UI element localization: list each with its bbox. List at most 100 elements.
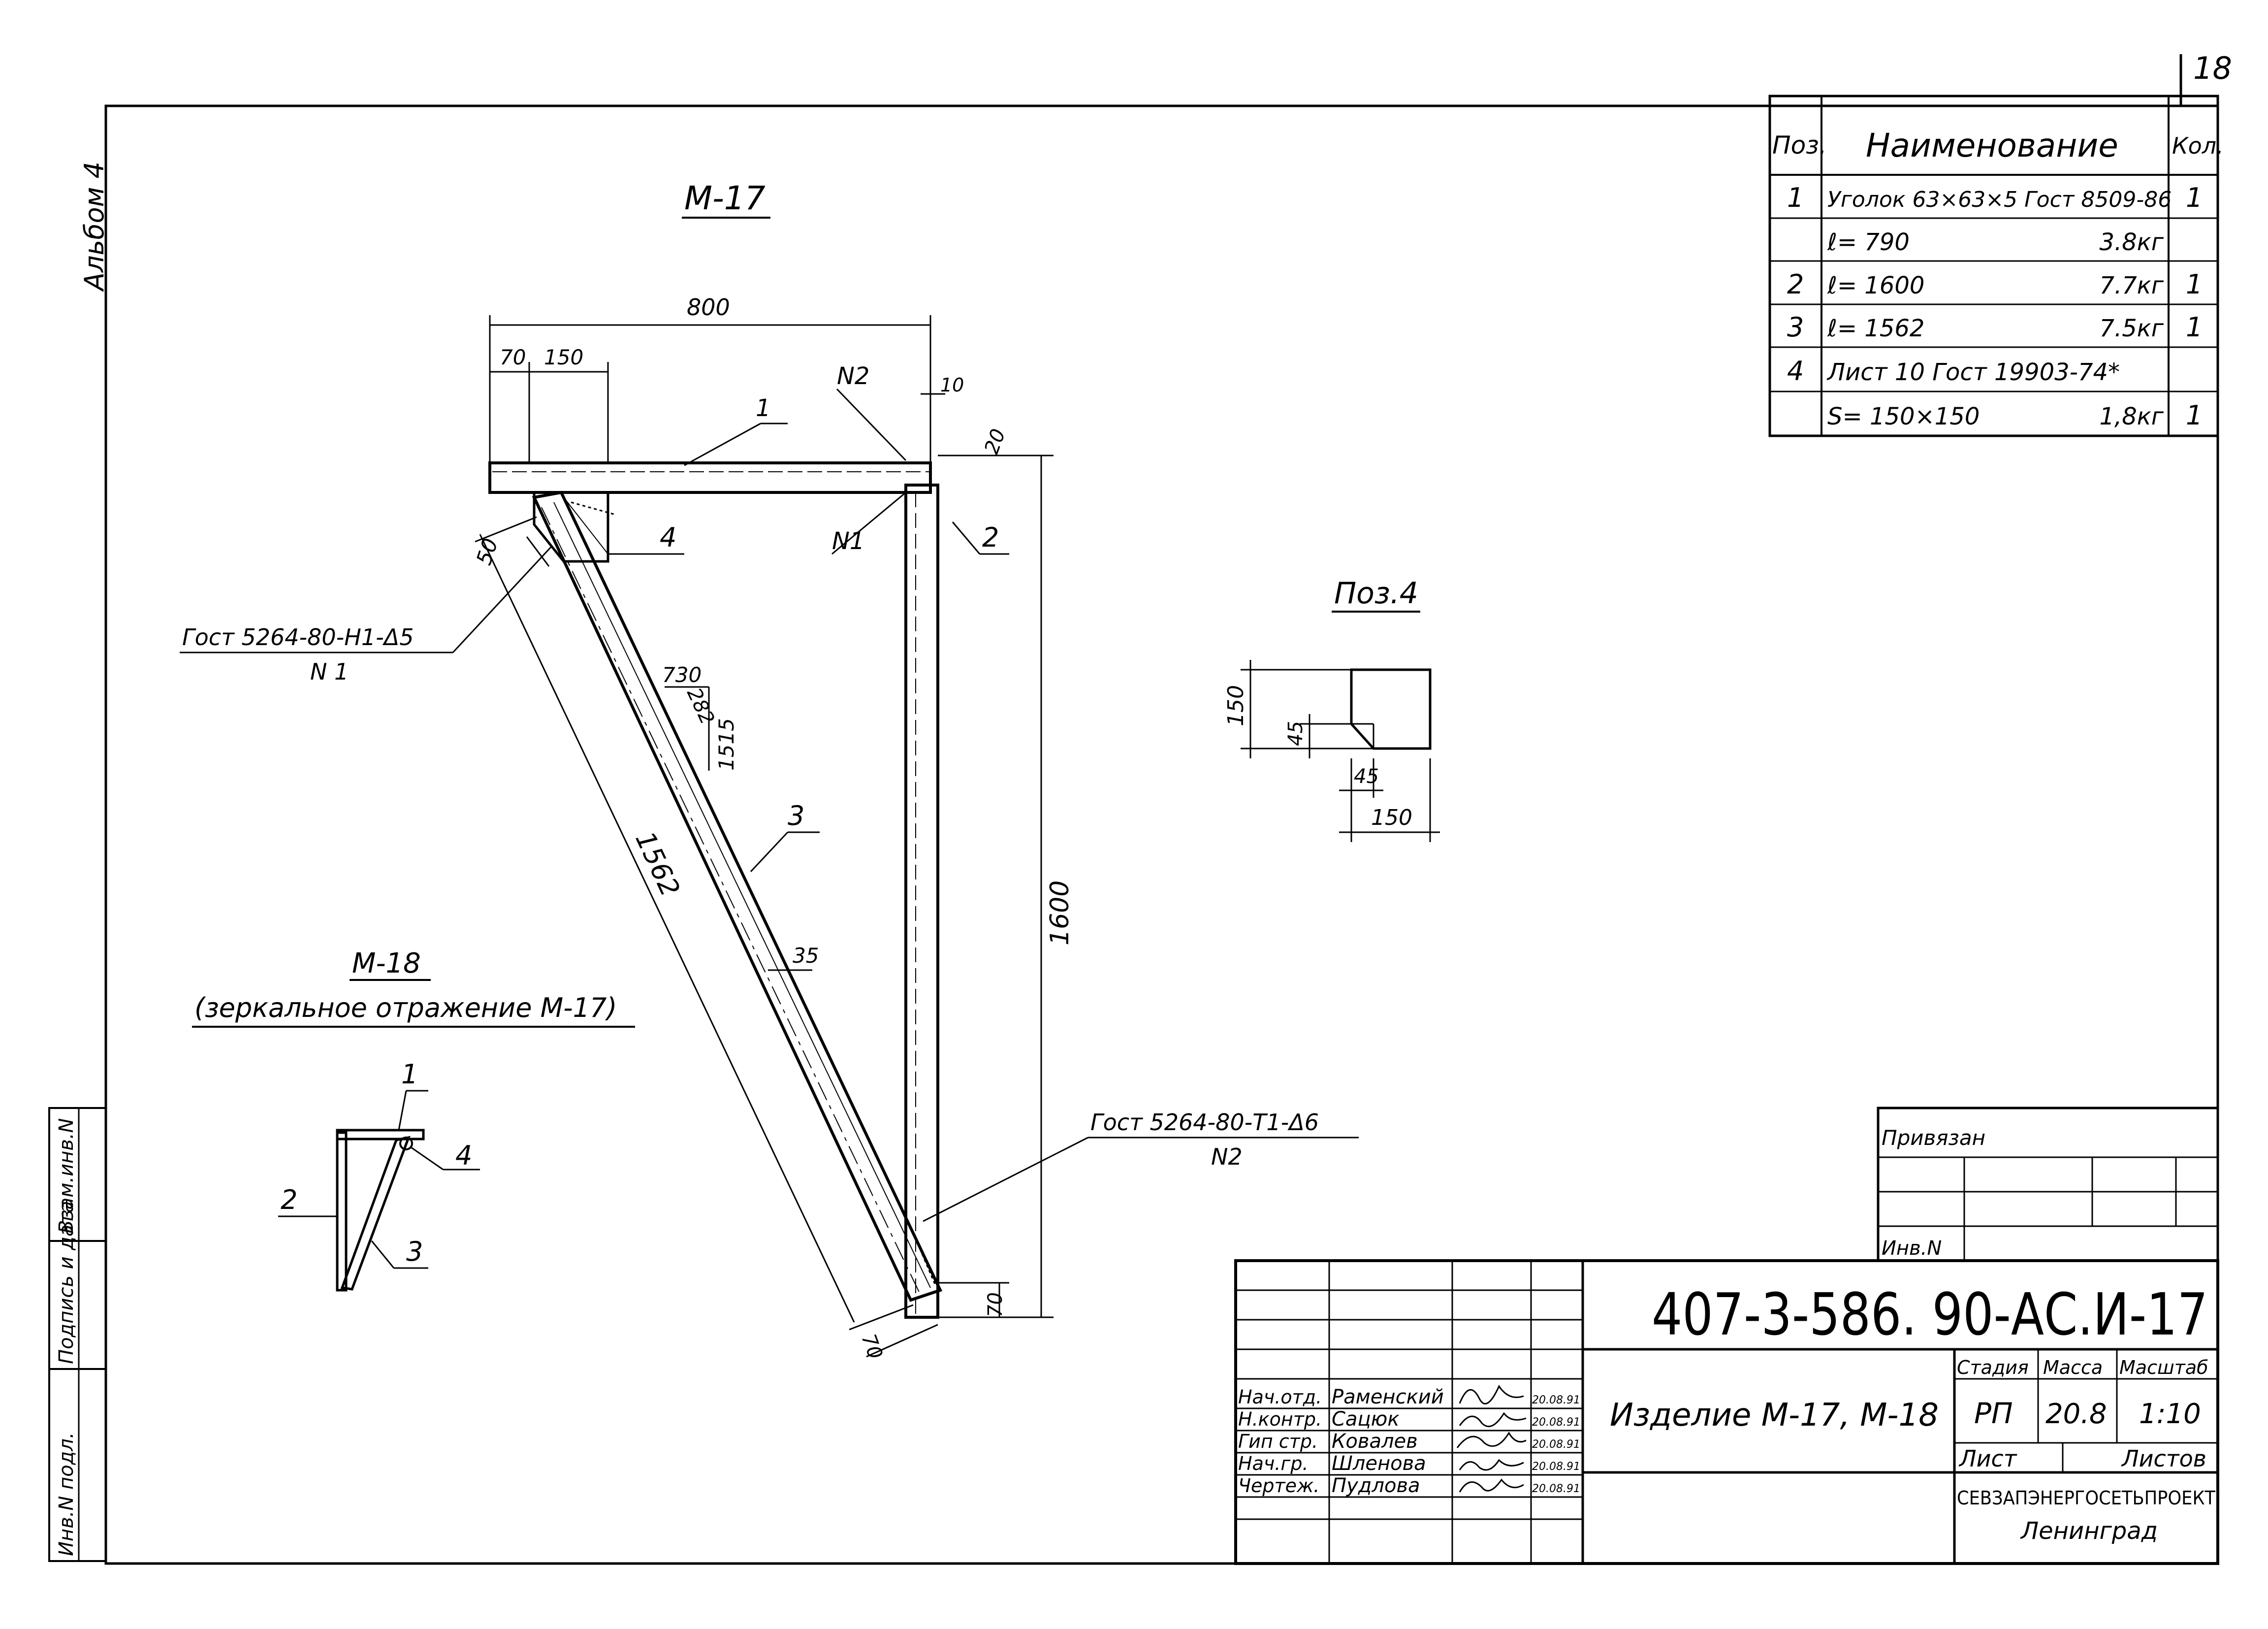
dim-730: 730 [662, 663, 702, 687]
dim-20: 20 [980, 426, 1010, 457]
m17-structure [488, 461, 943, 1319]
dim-70-bottom: 70 [984, 1292, 1007, 1317]
spec-cell-pos: 4 [1787, 356, 1804, 387]
spec-cell-name: S= 150×150 [1827, 403, 1980, 430]
spec-cell-name: Уголок 63×63×5 Гост 8509-86 [1827, 187, 2172, 212]
sheet-number: 18 [2193, 50, 2232, 86]
weld2-ref: N2 [1211, 1143, 1243, 1170]
m17-callout-n2: N2 [837, 362, 869, 390]
dim-1562: 1562 [629, 827, 686, 901]
personnel-name: Шленова [1332, 1452, 1426, 1475]
stage-label: Стадия [1957, 1357, 2029, 1378]
dim-50: 50 [472, 535, 503, 568]
spec-cell-name: ℓ= 1562 [1827, 315, 1924, 342]
personnel-name: Ковалев [1332, 1430, 1418, 1453]
personnel-role: Гип стр. [1238, 1431, 1318, 1452]
spec-header-qty: Кол. [2172, 132, 2224, 159]
scale-label: Масштаб [2119, 1357, 2208, 1378]
dim-10: 10 [940, 374, 964, 396]
m18-structure [278, 1090, 480, 1292]
spec-cell-mass: 7.7кг [2099, 272, 2164, 299]
sheets-label: Листов [2121, 1445, 2206, 1472]
personnel-role: Н.контр. [1238, 1408, 1322, 1430]
side-stamp: Взам.инв.N Подпись и дата Инв.N подл. [48, 1107, 107, 1562]
dim-800: 800 [687, 294, 730, 321]
pos4-plate [1241, 660, 1440, 842]
personnel-name: Раменский [1332, 1386, 1444, 1408]
personnel-row: Нач.отд. Раменский 20.08.91 [1238, 1384, 1580, 1408]
personnel-role: Нач.отд. [1238, 1386, 1322, 1408]
dim-70-diag: 70 [857, 1331, 887, 1363]
spec-cell-mass: 1,8кг [2099, 403, 2164, 430]
side-stamp-inv-podl: Инв.N подл. [55, 1432, 78, 1556]
weld2-spec: Гост 5264-80-Т1-Δ6 [1090, 1109, 1319, 1136]
spec-row-3: 2 ℓ= 1600 7.7кг 1 [1787, 269, 2203, 300]
personnel-role: Чертеж. [1238, 1475, 1319, 1497]
weld1-spec: Гост 5264-80-Н1-Δ5 [182, 624, 414, 651]
spec-cell-qty: 1 [2186, 182, 2203, 213]
personnel-date: 20.08.91 [1532, 1438, 1580, 1451]
item-name: Изделие М-17, М-18 [1610, 1397, 1939, 1434]
spec-cell-pos: 1 [1787, 182, 1804, 213]
m17-callout-3: 3 [788, 800, 804, 831]
spec-header-pos: Поз. [1772, 131, 1827, 160]
title-block [1234, 1259, 2219, 1565]
m18-title: М-18 [352, 947, 421, 979]
spec-cell-name: Лист 10 Гост 19903-74* [1826, 358, 2120, 386]
personnel-date: 20.08.91 [1532, 1483, 1580, 1495]
m18-callout-1: 1 [401, 1059, 418, 1090]
m18-callout-2: 2 [281, 1184, 297, 1215]
document-code: 407-3-586. 90-АС.И-17 [1652, 1280, 2208, 1348]
signature [1456, 1432, 1527, 1448]
album-label: Альбом 4 [79, 162, 110, 292]
binding-label: Привязан [1882, 1126, 1985, 1150]
pos4-dim-h150: 150 [1223, 685, 1248, 726]
signature [1459, 1384, 1524, 1405]
m17-callout-1: 1 [756, 394, 771, 422]
personnel-row: Гип стр. Ковалев 20.08.91 [1238, 1430, 1580, 1453]
personnel-row: Нач.гр. Шленова 20.08.91 [1238, 1452, 1580, 1475]
side-stamp-signature: Подпись и дата [55, 1201, 78, 1364]
m17-callout-n1: N1 [832, 527, 864, 555]
spec-cell-mass: 7.5кг [2099, 315, 2164, 342]
org-city: Ленинград [2020, 1517, 2158, 1545]
sheet-label: Лист [1958, 1445, 2017, 1472]
m17-title: М-17 [684, 179, 766, 217]
stage-value: РП [1974, 1397, 2013, 1430]
signature [1459, 1459, 1524, 1471]
m17-leaders [180, 388, 1359, 1222]
personnel-date: 20.08.91 [1532, 1394, 1580, 1406]
spec-cell-pos: 2 [1787, 269, 1804, 300]
personnel-date: 20.08.91 [1532, 1416, 1580, 1429]
m17-callout-4: 4 [660, 522, 676, 553]
spec-row-2: ℓ= 790 3.8кг [1827, 228, 2164, 256]
dim-1600: 1600 [1045, 880, 1075, 945]
spec-cell-qty: 1 [2186, 400, 2203, 431]
spec-row-6: S= 150×150 1,8кг 1 [1827, 400, 2203, 431]
personnel-name: Пудлова [1332, 1474, 1420, 1497]
spec-table [1768, 95, 2219, 437]
m17-dimension-lines [475, 315, 1054, 1358]
personnel-date: 20.08.91 [1532, 1461, 1580, 1473]
mass-label: Масса [2043, 1357, 2103, 1378]
spec-cell-pos: 3 [1787, 312, 1804, 343]
personnel-name: Сацюк [1332, 1408, 1400, 1431]
pos4-dim-h45: 45 [1284, 721, 1307, 746]
dim-35: 35 [793, 944, 819, 968]
mass-value: 20.8 [2045, 1398, 2107, 1430]
pos4-dim-v45: 45 [1354, 765, 1379, 788]
personnel-role: Нач.гр. [1238, 1453, 1309, 1474]
m18-callout-4: 4 [455, 1140, 472, 1171]
personnel-row: Чертеж. Пудлова 20.08.91 [1238, 1474, 1580, 1497]
spec-row-4: 3 ℓ= 1562 7.5кг 1 [1787, 312, 2203, 343]
pos4-title: Поз.4 [1334, 576, 1418, 611]
personnel-row: Н.контр. Сацюк 20.08.91 [1238, 1408, 1580, 1431]
weld1-ref: N 1 [310, 658, 349, 685]
spec-cell-qty: 1 [2186, 312, 2203, 343]
scale-value: 1:10 [2139, 1398, 2201, 1430]
spec-header-name: Наименование [1866, 127, 2118, 164]
spec-cell-mass: 3.8кг [2099, 228, 2164, 256]
m18-subtitle: (зеркальное отражение М-17) [194, 992, 617, 1023]
org-name: СЕВЗАПЭНЕРГОСЕТЬПРОЕКТ [1957, 1487, 2216, 1509]
spec-cell-name: ℓ= 1600 [1827, 272, 1924, 299]
